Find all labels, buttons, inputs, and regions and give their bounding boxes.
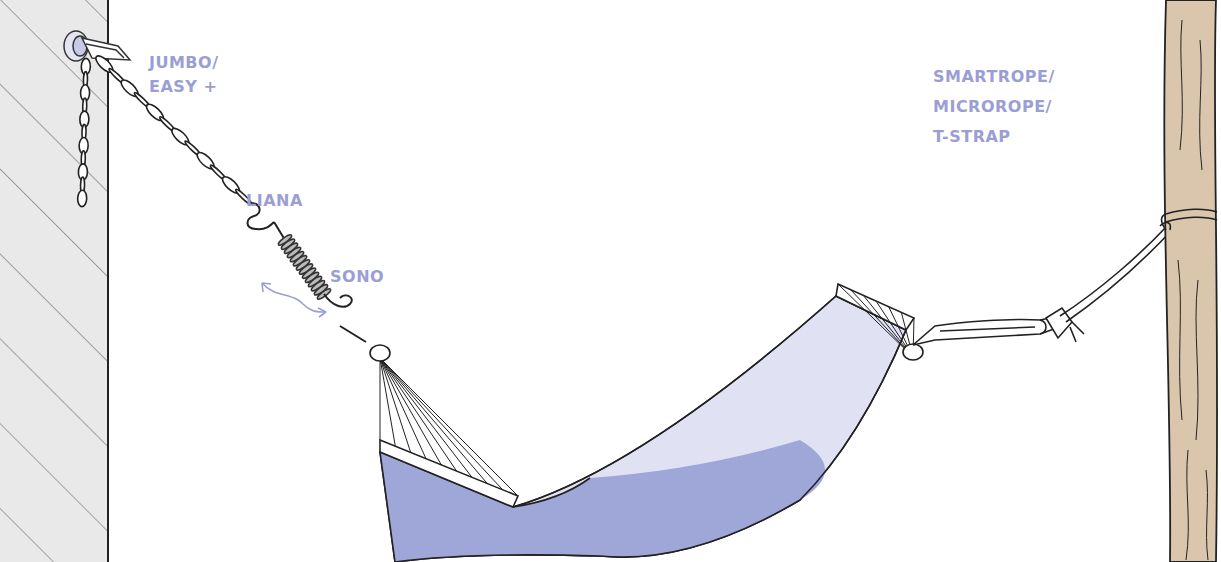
hammock-string xyxy=(851,290,913,357)
hammock-string xyxy=(380,358,518,496)
hammock-string xyxy=(380,358,487,484)
hammock-string xyxy=(380,358,503,490)
chain xyxy=(77,53,252,206)
tree-trunk xyxy=(1160,0,1217,562)
hammock-string xyxy=(380,358,411,452)
part-label: LIANA xyxy=(246,189,366,213)
part-label: SONO xyxy=(330,265,430,289)
hammock-string xyxy=(380,358,457,471)
chain-link xyxy=(77,190,86,207)
hammock-string xyxy=(380,358,381,440)
wall xyxy=(0,0,108,562)
hammock-string xyxy=(380,358,441,465)
rope-and-carabiner xyxy=(913,225,1172,345)
hammock-string xyxy=(838,284,913,357)
part-label: SMARTROPE/ MICROROPE/ T-STRAP xyxy=(933,62,1061,152)
hammock xyxy=(370,284,923,562)
part-label: JUMBO/ EASY + xyxy=(149,51,233,99)
hammock-string xyxy=(380,358,472,477)
